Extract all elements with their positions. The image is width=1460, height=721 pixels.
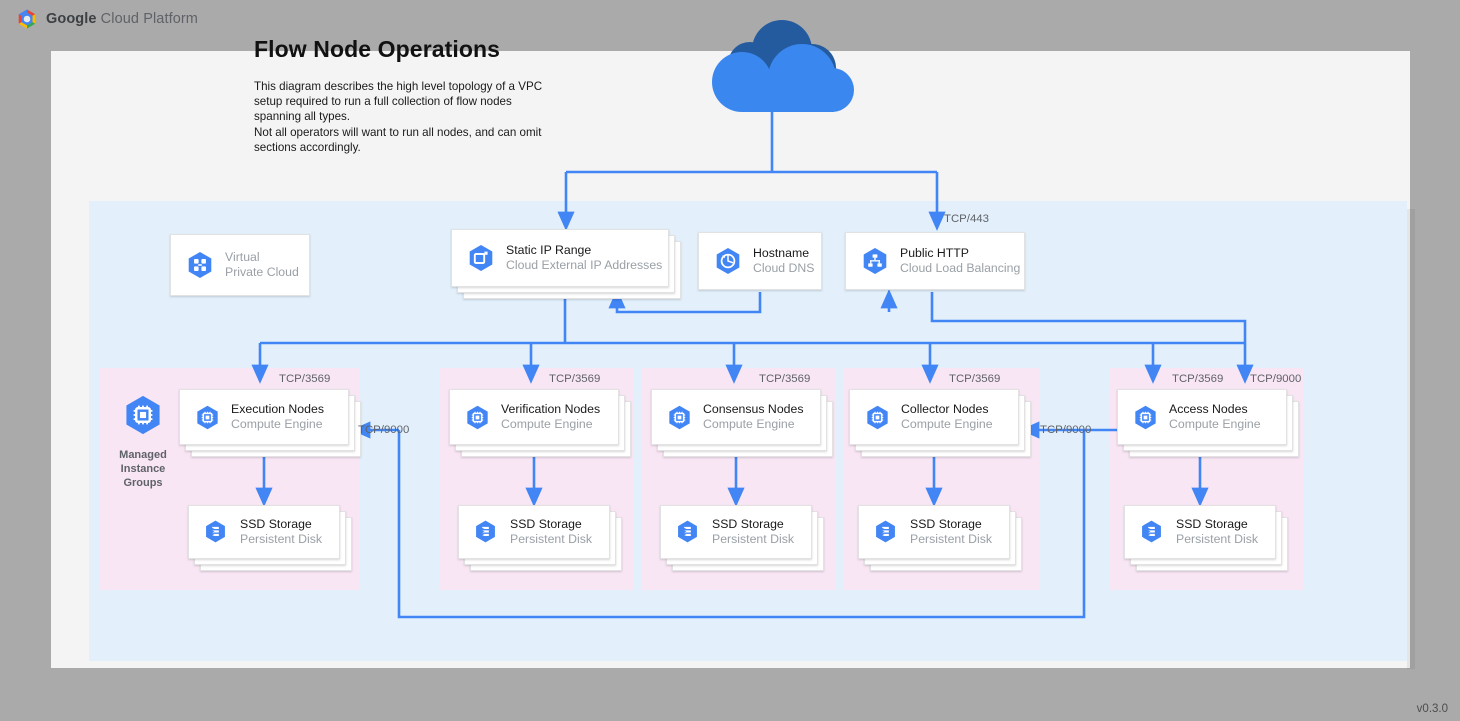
card-title: Execution Nodes <box>231 402 324 416</box>
compute-engine-icon <box>1132 404 1159 431</box>
card-storage-collector[interactable]: SSD Storage Persistent Disk <box>858 505 1022 571</box>
card-consensus-nodes[interactable]: Consensus Nodes Compute Engine <box>651 389 833 457</box>
port-label-exec-9000: TCP/9000 <box>358 424 410 436</box>
card-title: SSD Storage <box>240 517 312 531</box>
card-storage-execution[interactable]: SSD Storage Persistent Disk <box>188 505 352 571</box>
card-static-ip-range[interactable]: Static IP Range Cloud External IP Addres… <box>451 229 681 299</box>
port-label-exec-in: TCP/3569 <box>279 373 331 385</box>
persistent-disk-icon <box>203 519 230 546</box>
card-subtitle: Persistent Disk <box>510 532 593 546</box>
card-subtitle: Persistent Disk <box>712 532 795 546</box>
load-balancing-icon <box>860 246 890 276</box>
card-storage-consensus[interactable]: SSD Storage Persistent Disk <box>660 505 824 571</box>
gcp-brand-header: Google Cloud Platform <box>16 8 198 30</box>
card-subtitle: Compute Engine <box>1169 417 1261 431</box>
card-title: SSD Storage <box>1176 517 1248 531</box>
vpc-icon <box>185 250 215 280</box>
card-title: Static IP Range <box>506 243 592 257</box>
port-label-verif-in: TCP/3569 <box>549 373 601 385</box>
port-label-coll-in: TCP/3569 <box>949 373 1001 385</box>
compute-engine-icon <box>864 404 891 431</box>
gcp-brand-label: Google Cloud Platform <box>46 11 198 27</box>
compute-engine-icon <box>464 404 491 431</box>
card-virtual-private-cloud[interactable]: Virtual Private Cloud <box>170 234 310 296</box>
card-public-http[interactable]: Public HTTP Cloud Load Balancing <box>845 232 1025 290</box>
card-subtitle: Compute Engine <box>901 417 993 431</box>
card-verification-nodes[interactable]: Verification Nodes Compute Engine <box>449 389 631 457</box>
page-description: This diagram describes the high level to… <box>254 80 543 154</box>
card-title: Verification Nodes <box>501 402 601 416</box>
page-title: Flow Node Operations <box>254 36 501 62</box>
card-subtitle: Cloud External IP Addresses <box>506 258 663 272</box>
card-title: SSD Storage <box>712 517 784 531</box>
card-access-nodes[interactable]: Access Nodes Compute Engine <box>1117 389 1299 457</box>
card-subtitle: Private Cloud <box>225 265 299 279</box>
card-hostname[interactable]: Hostname Cloud DNS <box>698 232 822 290</box>
persistent-disk-icon <box>873 519 900 546</box>
port-label-access-9000: TCP/9000 <box>1250 373 1302 385</box>
card-title: SSD Storage <box>910 517 982 531</box>
compute-engine-icon <box>194 404 221 431</box>
mig-hex-icon <box>121 393 165 437</box>
external-ip-icon <box>466 243 496 273</box>
card-subtitle: Persistent Disk <box>910 532 993 546</box>
gcp-brand-bold: Google <box>46 11 97 27</box>
card-title: Collector Nodes <box>901 402 989 416</box>
port-label-access-in: TCP/3569 <box>1172 373 1224 385</box>
version-label: v0.3.0 <box>1416 703 1448 715</box>
port-label-cons-in: TCP/3569 <box>759 373 811 385</box>
port-label-coll-9000: TCP/9000 <box>1040 424 1092 436</box>
port-label-https: TCP/443 <box>944 213 989 225</box>
card-execution-nodes[interactable]: Execution Nodes Compute Engine <box>179 389 361 457</box>
persistent-disk-icon <box>675 519 702 546</box>
compute-engine-icon <box>666 404 693 431</box>
card-subtitle: Persistent Disk <box>240 532 323 546</box>
card-title: Hostname <box>753 246 810 260</box>
cloud-icon <box>680 18 865 113</box>
gcp-brand-rest: Cloud Platform <box>96 11 198 27</box>
card-title: Access Nodes <box>1169 402 1248 416</box>
card-subtitle: Compute Engine <box>231 417 323 431</box>
persistent-disk-icon <box>473 519 500 546</box>
persistent-disk-icon <box>1139 519 1166 546</box>
card-subtitle: Persistent Disk <box>1176 532 1259 546</box>
card-title: Consensus Nodes <box>703 402 804 416</box>
card-subtitle: Cloud DNS <box>753 261 815 275</box>
card-subtitle: Cloud Load Balancing <box>900 261 1021 275</box>
mig-label: Managed Instance Groups <box>119 449 167 489</box>
card-collector-nodes[interactable]: Collector Nodes Compute Engine <box>849 389 1031 457</box>
card-title: SSD Storage <box>510 517 582 531</box>
card-title: Virtual <box>225 250 260 264</box>
card-storage-access[interactable]: SSD Storage Persistent Disk <box>1124 505 1288 571</box>
cloud-dns-icon <box>713 246 743 276</box>
card-subtitle: Compute Engine <box>703 417 795 431</box>
card-title: Public HTTP <box>900 246 970 260</box>
card-storage-verification[interactable]: SSD Storage Persistent Disk <box>458 505 622 571</box>
gcp-hexagon-logo-icon <box>16 8 38 30</box>
card-subtitle: Compute Engine <box>501 417 593 431</box>
